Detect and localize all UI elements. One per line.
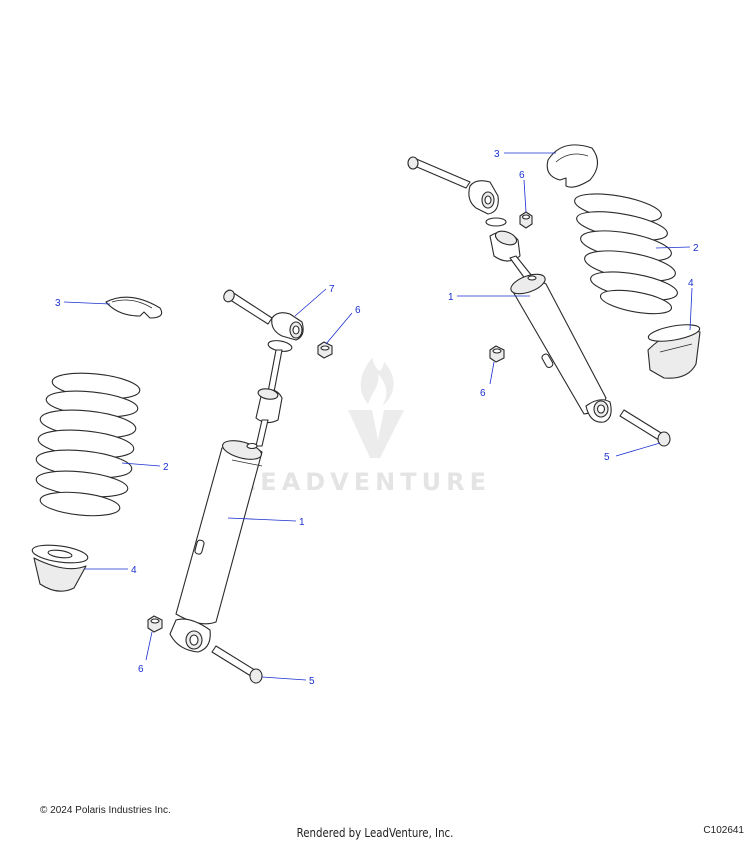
callout-left-4: 4 bbox=[131, 565, 137, 576]
callout-left-1: 1 bbox=[299, 517, 305, 528]
left-shock-body bbox=[175, 440, 263, 625]
callout-right-1: 1 bbox=[448, 292, 454, 303]
callout-right-6-upper: 6 bbox=[519, 170, 525, 181]
right-upper-bolt bbox=[407, 156, 471, 189]
left-spring-retainer bbox=[105, 296, 163, 319]
right-bump-stop bbox=[489, 230, 521, 262]
watermark-text: LEADVENTURE bbox=[240, 468, 491, 496]
right-callouts: 3 6 2 1 4 6 5 bbox=[448, 149, 699, 463]
callout-right-3: 3 bbox=[494, 149, 500, 160]
leadventure-watermark: LEADVENTURE bbox=[240, 358, 491, 496]
left-coil-spring bbox=[35, 372, 141, 517]
left-piston-rod bbox=[267, 349, 283, 393]
left-callouts: 3 2 1 4 7 6 6 5 bbox=[55, 284, 361, 687]
callout-left-5: 5 bbox=[309, 676, 315, 687]
callout-left-6-upper: 6 bbox=[355, 305, 361, 316]
right-lower-bolt bbox=[619, 409, 671, 447]
left-lower-eye bbox=[169, 618, 211, 653]
left-lower-bolt bbox=[211, 645, 263, 684]
left-assembly: 3 2 1 4 7 6 6 5 bbox=[31, 284, 361, 687]
right-lower-nut bbox=[489, 345, 505, 363]
left-bump-stop bbox=[255, 388, 283, 424]
rendered-by-credit: Rendered by LeadVenture, Inc. bbox=[296, 826, 454, 840]
callout-right-5: 5 bbox=[604, 452, 610, 463]
callout-left-2: 2 bbox=[163, 462, 169, 473]
copyright-notice: © 2024 Polaris Industries Inc. bbox=[40, 805, 171, 816]
callout-right-4: 4 bbox=[688, 278, 694, 289]
left-spring-seat bbox=[31, 544, 89, 592]
figure-code: C102641 bbox=[703, 825, 744, 836]
right-spring-retainer bbox=[546, 144, 599, 188]
right-spring-seat bbox=[647, 324, 701, 379]
left-upper-bolt bbox=[223, 289, 273, 325]
right-lower-eye bbox=[585, 399, 612, 423]
callout-right-6-lower: 6 bbox=[480, 388, 486, 399]
callout-left-7: 7 bbox=[329, 284, 335, 295]
callout-right-2: 2 bbox=[693, 243, 699, 254]
left-upper-eye bbox=[267, 312, 304, 352]
right-upper-eye bbox=[468, 180, 507, 227]
right-coil-spring bbox=[574, 193, 678, 315]
callout-left-3: 3 bbox=[55, 298, 61, 309]
right-shock-body bbox=[510, 273, 607, 415]
right-assembly: 3 6 2 1 4 6 5 bbox=[407, 144, 701, 463]
left-upper-nut bbox=[317, 341, 333, 359]
callout-left-6-lower: 6 bbox=[138, 664, 144, 675]
left-lower-nut bbox=[147, 615, 163, 633]
right-upper-nut bbox=[519, 211, 533, 229]
